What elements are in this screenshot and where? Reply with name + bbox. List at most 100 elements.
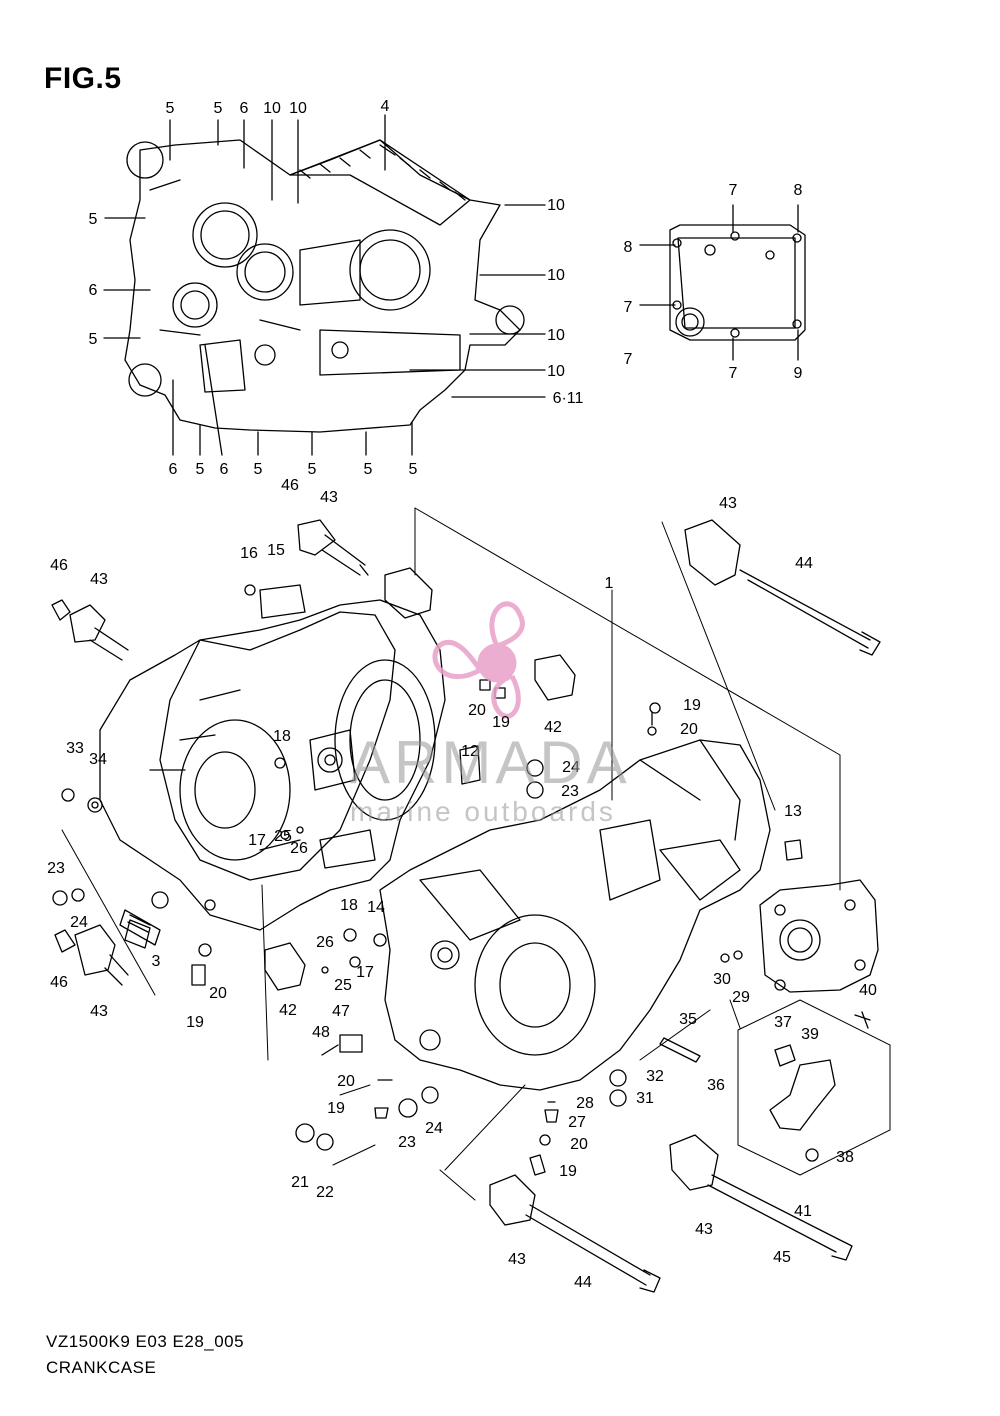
callout-number: 29 xyxy=(732,989,750,1006)
callout-number: 23 xyxy=(398,1134,416,1151)
callout-number: 23 xyxy=(47,860,65,877)
callout-number: 6 xyxy=(89,282,98,299)
left-crankcase-half xyxy=(99,599,446,949)
callout-number: 10 xyxy=(547,363,565,380)
callout-number: 9 xyxy=(794,365,803,382)
callout-number: 10 xyxy=(263,100,281,117)
callout-number: 5 xyxy=(308,461,317,478)
callout-number: 10 xyxy=(289,100,307,117)
callout-number: 43 xyxy=(719,495,737,512)
callout-number: 6 xyxy=(240,100,249,117)
explode-guide-lines xyxy=(61,507,891,1201)
callout-number: 43 xyxy=(90,1003,108,1020)
callout-number: 39 xyxy=(801,1026,819,1043)
callout-number: 24 xyxy=(562,759,580,776)
callout-number: 13 xyxy=(784,803,802,820)
callout-number: 10 xyxy=(547,197,565,214)
callout-number: 19 xyxy=(186,1014,204,1031)
right-crankcase-half xyxy=(379,739,879,1091)
callout-number: 20 xyxy=(680,721,698,738)
section-name: CRANKCASE xyxy=(46,1358,157,1377)
callout-number: 5 xyxy=(89,331,98,348)
callout-number: 5 xyxy=(89,211,98,228)
callout-number: 8 xyxy=(794,182,803,199)
callout-number: 43 xyxy=(508,1251,526,1268)
callout-number: 44 xyxy=(795,555,813,572)
callout-number: 47 xyxy=(332,1003,350,1020)
callout-number: 27 xyxy=(568,1114,586,1131)
callout-number: 46 xyxy=(50,557,68,574)
callout-number: 5 xyxy=(409,461,418,478)
callout-number: 1 xyxy=(605,575,614,592)
callout-number: 4 xyxy=(381,98,390,115)
callout-number: 16 xyxy=(240,545,258,562)
callout-number: 20 xyxy=(468,702,486,719)
callout-number: 42 xyxy=(279,1002,297,1019)
callout-number: 20 xyxy=(337,1073,355,1090)
oil-pump-cover-plate xyxy=(639,204,806,361)
callout-number: 43 xyxy=(90,571,108,588)
callout-number: 20 xyxy=(570,1136,588,1153)
callout-number: 5 xyxy=(214,100,223,117)
callout-number: 6 xyxy=(220,461,229,478)
callout-number: 21 xyxy=(291,1174,309,1191)
callout-number: 8 xyxy=(624,239,633,256)
callout-number: 37 xyxy=(774,1014,792,1031)
callout-number: 7 xyxy=(729,182,738,199)
model-code: VZ1500K9 E03 E28_005 xyxy=(46,1332,245,1351)
callout-number: 15 xyxy=(267,542,285,559)
crankcase-bolts xyxy=(51,519,881,1293)
callout-number: 46 xyxy=(281,477,299,494)
watermark-tagline: marine outboards xyxy=(350,796,616,827)
callout-number: 7 xyxy=(624,351,633,368)
watermark-brand: ARMADA xyxy=(350,729,631,796)
callout-number: 5 xyxy=(196,461,205,478)
callout-number: 7 xyxy=(729,365,738,382)
callout-number: 19 xyxy=(327,1100,345,1117)
callout-number: 18 xyxy=(273,728,291,745)
callout-number: 26 xyxy=(316,934,334,951)
callout-number: 46 xyxy=(50,974,68,991)
callout-number: 24 xyxy=(70,914,88,931)
callout-number: 10 xyxy=(547,327,565,344)
callout-number: 6 xyxy=(169,461,178,478)
callout-number: 19 xyxy=(683,697,701,714)
callout-number: 7 xyxy=(624,299,633,316)
callout-number: 32 xyxy=(646,1068,664,1085)
callout-number: 14 xyxy=(367,899,385,916)
callout-number: 25 xyxy=(274,828,292,845)
callout-number: 5 xyxy=(166,100,175,117)
callout-number: 26 xyxy=(290,840,308,857)
callout-number: 43 xyxy=(320,489,338,506)
callout-number: 17 xyxy=(356,964,374,981)
callout-number: 17 xyxy=(248,832,266,849)
callout-number: 45 xyxy=(773,1249,791,1266)
figure-title: FIG.5 xyxy=(44,62,122,95)
upper-crankcase-half xyxy=(103,114,546,456)
callout-number: 6·11 xyxy=(553,390,584,407)
watermark-propeller-logo xyxy=(432,601,525,719)
callout-number: 43 xyxy=(695,1221,713,1238)
callout-number: 40 xyxy=(859,982,877,999)
callout-number: 23 xyxy=(561,783,579,800)
callout-number: 22 xyxy=(316,1184,334,1201)
callout-number: 24 xyxy=(425,1120,443,1137)
callout-number: 35 xyxy=(679,1011,697,1028)
callout-number: 42 xyxy=(544,719,562,736)
callout-number: 31 xyxy=(636,1090,654,1107)
callout-number: 12 xyxy=(461,743,479,760)
callout-number: 28 xyxy=(576,1095,594,1112)
callout-number: 19 xyxy=(559,1163,577,1180)
callout-number: 18 xyxy=(340,897,358,914)
callout-number: 34 xyxy=(89,751,107,768)
callout-number: 44 xyxy=(574,1274,592,1291)
callout-number: 38 xyxy=(836,1149,854,1166)
callout-number: 5 xyxy=(254,461,263,478)
callout-number: 19 xyxy=(492,714,510,731)
callout-number: 3 xyxy=(152,953,161,970)
callout-number: 25 xyxy=(334,977,352,994)
small-parts-cluster xyxy=(52,584,871,1176)
callout-number: 41 xyxy=(794,1203,812,1220)
